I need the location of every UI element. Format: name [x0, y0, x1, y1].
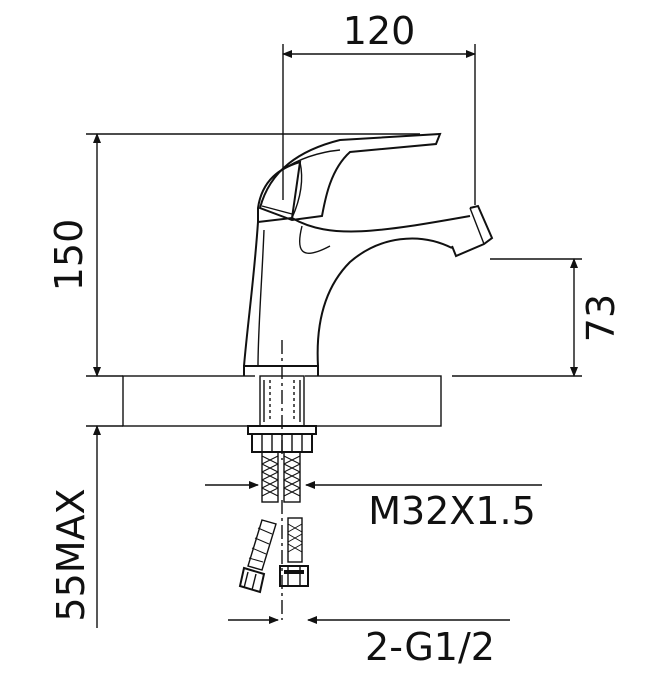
dimension-label-max-thickness: 55MAX [49, 488, 93, 621]
dimension-label-thread: M32X1.5 [368, 489, 536, 533]
dimension-55max: 55MAX [49, 425, 123, 628]
dimension-hose-connection: 2-G1/2 [228, 616, 510, 669]
faucet-lever-handle [258, 132, 442, 222]
dimension-label-spout-height: 73 [579, 294, 623, 342]
dimension-label-hose: 2-G1/2 [365, 625, 495, 669]
dimension-73: 73 [452, 258, 623, 377]
dimension-thread: M32X1.5 [205, 481, 542, 533]
dimension-label-height: 150 [47, 219, 91, 292]
flexible-hoses [238, 451, 309, 594]
dimension-150: 150 [47, 133, 420, 377]
faucet-body [243, 160, 494, 376]
dimension-label-width: 120 [343, 9, 416, 53]
dimension-120: 120 [282, 9, 476, 205]
